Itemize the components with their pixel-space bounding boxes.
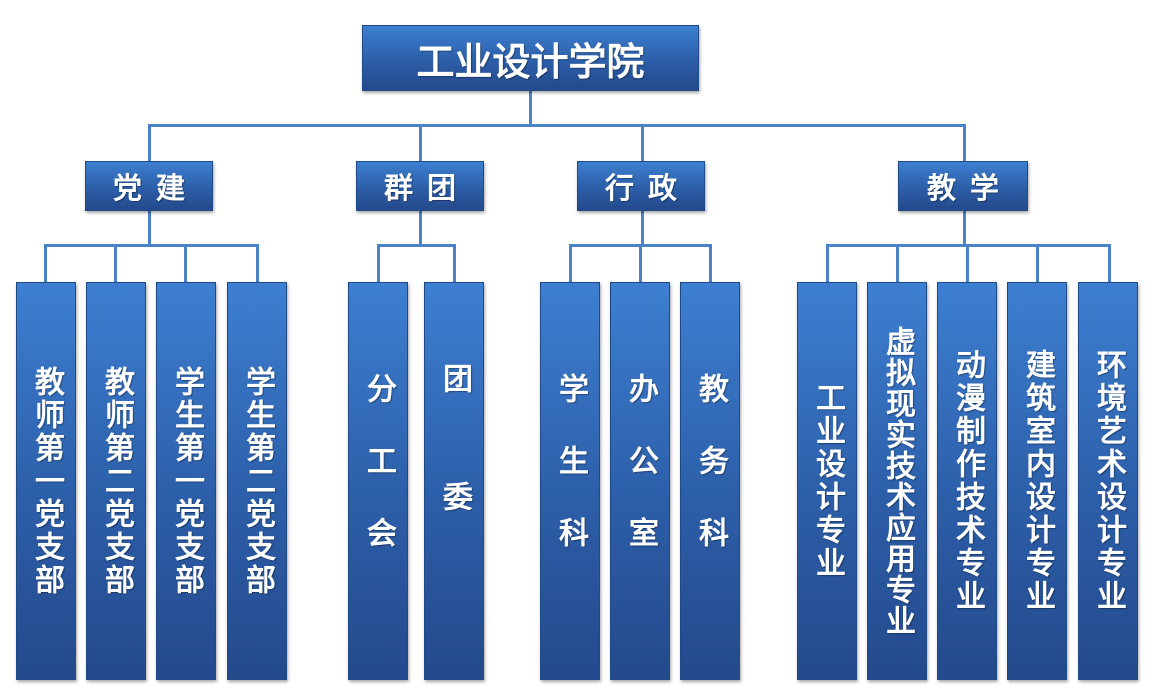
- leaf-teach-2: 虚拟现实技术应用专业: [867, 282, 927, 680]
- leaf-teach-3: 动漫制作技术专业: [937, 282, 997, 680]
- connector-teach-leaf-1: [826, 244, 829, 282]
- leaf-party-3: 学生第一党支部: [156, 282, 216, 680]
- leaf-admin-3: 教务科: [680, 282, 740, 680]
- connector-to-group: [419, 124, 422, 161]
- leaf-group-2: 团委: [424, 282, 484, 680]
- leaf-teach-1: 工业设计专业: [797, 282, 857, 680]
- dept-node-party: 党建: [85, 161, 213, 211]
- leaf-admin-2: 办公室: [610, 282, 670, 680]
- leaf-admin-1: 学生科: [540, 282, 600, 680]
- leaf-party-1: 教师第一党支部: [16, 282, 76, 680]
- root-node: 工业设计学院: [362, 25, 699, 91]
- leaf-party-2: 教师第二党支部: [86, 282, 146, 680]
- connector-teach-leaf-5: [1108, 244, 1111, 282]
- connector-party-leaf-4: [256, 244, 259, 282]
- connector-admin-down: [641, 211, 644, 246]
- dept-node-admin: 行政: [577, 161, 705, 211]
- dept-node-group: 群团: [356, 161, 484, 211]
- connector-teach-down: [963, 211, 966, 246]
- connector-group-leaf-2: [453, 244, 456, 282]
- connector-top-bus: [148, 124, 966, 127]
- connector-admin-leaf-3: [709, 244, 712, 282]
- connector-party-leaf-1: [44, 244, 47, 282]
- connector-to-party: [148, 124, 151, 161]
- connector-party-leaf-3: [184, 244, 187, 282]
- connector-to-admin: [641, 124, 644, 161]
- connector-admin-leaf-1: [569, 244, 572, 282]
- connector-root-down: [529, 91, 532, 126]
- connector-party-leaf-2: [114, 244, 117, 282]
- connector-group-down: [419, 211, 422, 246]
- connector-teach-leaf-4: [1036, 244, 1039, 282]
- connector-party-bus: [44, 244, 259, 247]
- connector-teach-leaf-3: [966, 244, 969, 282]
- leaf-group-1: 分工会: [348, 282, 408, 680]
- leaf-teach-4: 建筑室内设计专业: [1007, 282, 1067, 680]
- connector-party-down: [148, 211, 151, 246]
- dept-node-teach: 教学: [898, 161, 1028, 211]
- connector-group-leaf-1: [377, 244, 380, 282]
- leaf-party-4: 学生第二党支部: [227, 282, 287, 680]
- leaf-teach-5: 环境艺术设计专业: [1078, 282, 1138, 680]
- connector-teach-leaf-2: [896, 244, 899, 282]
- connector-group-bus: [377, 244, 456, 247]
- connector-admin-leaf-2: [639, 244, 642, 282]
- connector-to-teach: [963, 124, 966, 161]
